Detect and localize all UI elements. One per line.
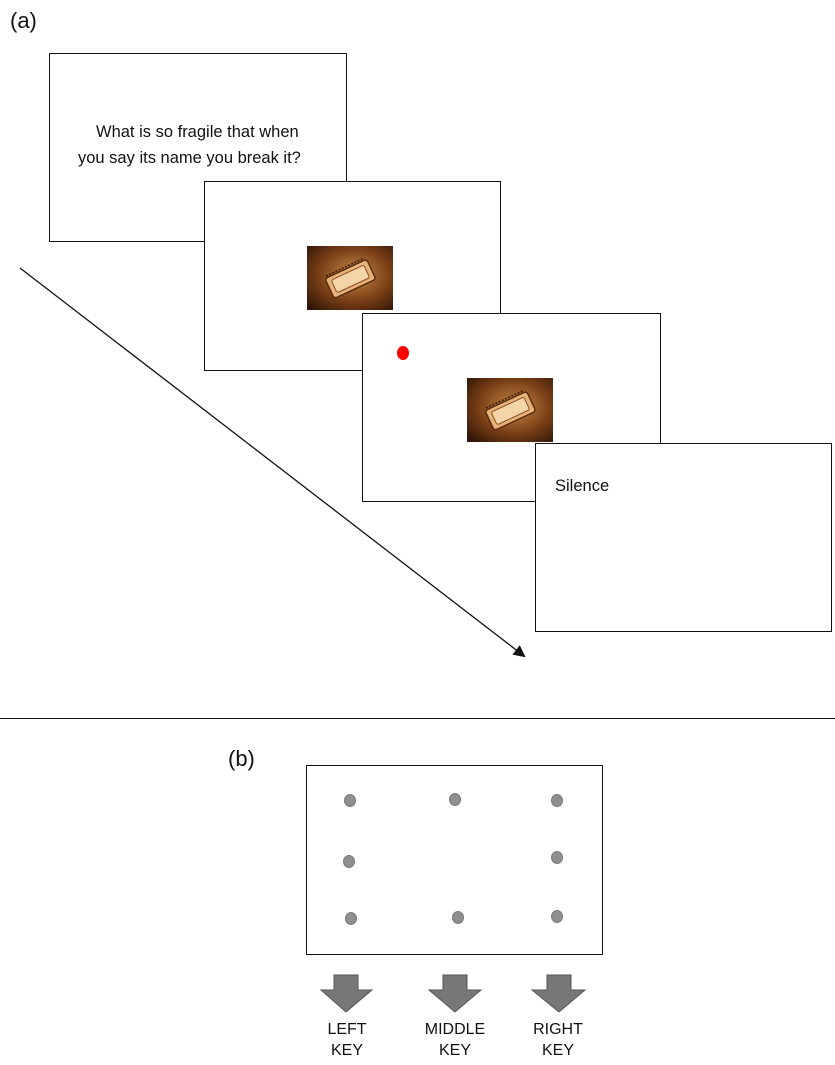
question-screen: What is so fragile that when you say its… [49, 53, 347, 242]
left-key-label-line2: KEY [330, 1042, 363, 1059]
right-key-label: RIGHT KEY [513, 1019, 603, 1061]
panel-a-label: (a) [10, 8, 37, 33]
panel-b-label: (b) [228, 746, 255, 771]
middle-key-label: MIDDLE KEY [410, 1019, 500, 1061]
left-key-label-line1: LEFT [327, 1021, 367, 1038]
grey-dot [551, 794, 563, 807]
question-text-line1: What is so fragile that when [96, 123, 299, 141]
question-text-line2: you say its name you break it? [78, 149, 301, 167]
middle-key-arrow [427, 974, 483, 1013]
left-key-label: LEFT KEY [302, 1019, 392, 1061]
grey-dot [452, 911, 464, 924]
picture-screen [204, 181, 501, 371]
grey-dot [449, 793, 461, 806]
section-divider [0, 718, 835, 719]
right-key-label-line2: KEY [541, 1042, 574, 1059]
right-key-arrow [530, 974, 587, 1013]
object-photo-2 [467, 378, 553, 442]
silence-text: Silence [555, 477, 610, 495]
left-key-arrow [319, 974, 374, 1013]
right-key-label-line1: RIGHT [533, 1021, 583, 1038]
grey-dot [344, 794, 356, 807]
grey-dot [551, 851, 563, 864]
silence-screen: Silence [535, 443, 832, 632]
grey-dot [551, 910, 563, 923]
middle-key-label-line1: MIDDLE [424, 1021, 486, 1038]
object-photo [307, 246, 393, 310]
middle-key-label-line2: KEY [438, 1042, 471, 1059]
grey-dot [343, 855, 355, 868]
grey-dot [345, 912, 357, 925]
dot-display-screen [306, 765, 603, 955]
red-cue-dot [397, 346, 409, 360]
